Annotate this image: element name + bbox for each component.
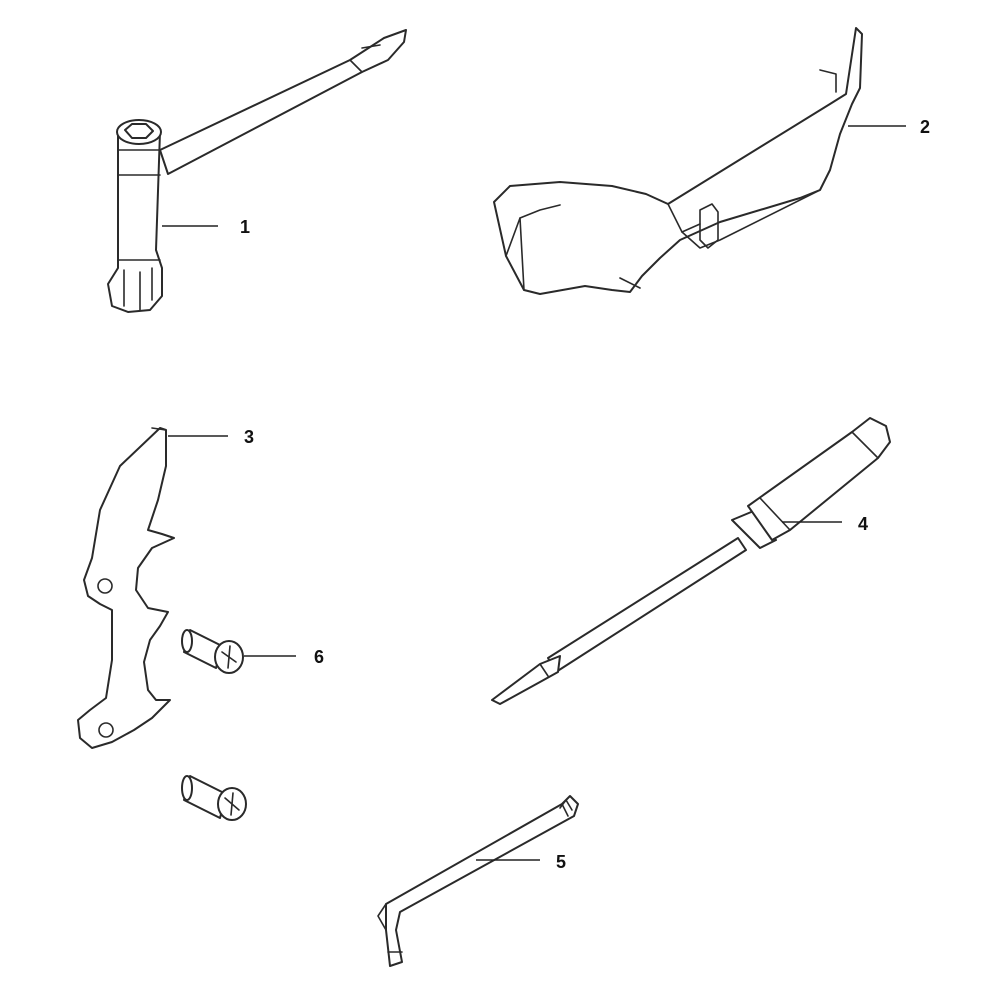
- chain-guard-icon: [493, 27, 863, 295]
- combination-spanner-icon: [107, 29, 407, 313]
- callout-1-label: 1: [240, 217, 250, 237]
- callout-3-label: 3: [244, 427, 254, 447]
- callout-5-label: 5: [556, 852, 566, 872]
- screw-icon: [181, 775, 247, 821]
- handle-bracket-icon: [77, 427, 175, 749]
- callout-6-label: 6: [314, 647, 324, 667]
- torx-key-icon: [377, 795, 579, 967]
- screwdriver-icon: [491, 417, 891, 705]
- callout-2-label: 2: [920, 117, 930, 137]
- screw-icon: [181, 629, 244, 674]
- callout-4-label: 4: [858, 514, 868, 534]
